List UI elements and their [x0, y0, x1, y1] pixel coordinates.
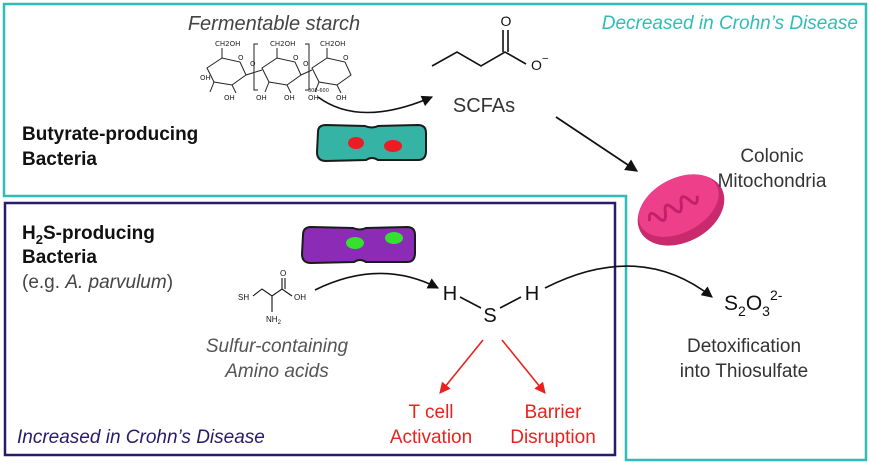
thiosulfate-label-line2: into Thiosulfate: [680, 361, 809, 382]
h2s-h-right: H: [525, 283, 539, 305]
svg-text:CH2OH: CH2OH: [215, 40, 240, 48]
tcell-label-line1: T cell: [408, 402, 453, 423]
bacterium-nucleoid-green: [346, 237, 364, 249]
increased-region-border: [3, 201, 617, 457]
h2s-bacteria-label-line2: Bacteria: [22, 247, 97, 268]
h2s-to-thiosulfate-arrow: [544, 265, 713, 298]
barrier-label-line1: Barrier: [524, 402, 582, 423]
tcell-label-line2: Activation: [390, 427, 472, 448]
cysteine-atom-labels: SH OH O NH2: [238, 269, 306, 326]
svg-text:OH: OH: [308, 94, 319, 102]
scfa-to-mitochondria-arrow: [555, 116, 639, 172]
svg-text:300-600: 300-600: [308, 88, 329, 94]
increased-region-label: Increased in Crohn’s Disease: [17, 427, 265, 448]
h2s-bacteria-label-line1: H2S-producing: [22, 223, 155, 247]
svg-text:O: O: [280, 269, 286, 278]
butyrate-bacteria-label-line1: Butyrate-producing: [22, 124, 198, 145]
thiosulfate-formula: S2O32-: [724, 287, 783, 319]
butyrate-structure: [431, 30, 527, 67]
butyrate-bacterium: [315, 123, 427, 163]
h2s-h-left: H: [443, 283, 457, 305]
starch-to-scfa-arrow: [317, 95, 434, 114]
svg-text:NH2: NH2: [266, 315, 282, 326]
bacterium-nucleoid-red: [348, 137, 364, 149]
svg-text:OH: OH: [284, 94, 295, 102]
svg-text:CH2OH: CH2OH: [320, 40, 345, 48]
butyrate-carbonyl-o: O: [501, 13, 512, 29]
h2s-bacteria-example: (e.g. A. parvulum): [22, 272, 173, 293]
h2s-to-tcell-arrow: [439, 339, 484, 394]
butyrate-bacteria-label-line2: Bacteria: [22, 149, 97, 170]
bacterium-nucleoid-green: [385, 232, 403, 244]
amino-acid-to-h2s-arrow: [314, 272, 439, 291]
mitochondria-label-line1: Colonic: [740, 146, 803, 167]
mitochondria-label-line2: Mitochondria: [718, 171, 827, 192]
starch-structure: [206, 43, 352, 94]
cysteine-structure: [252, 278, 293, 312]
svg-text:OH: OH: [294, 293, 306, 302]
svg-text:O: O: [250, 60, 256, 68]
h2s-bonds: [459, 296, 522, 309]
svg-text:O: O: [293, 54, 299, 62]
thiosulfate-label-line1: Detoxification: [687, 336, 801, 357]
svg-text:OH: OH: [200, 74, 211, 82]
amino-acid-label-line1: Sulfur-containing: [206, 336, 349, 357]
svg-text:OH: OH: [336, 94, 347, 102]
starch-label: Fermentable starch: [188, 13, 360, 35]
svg-text:OH: OH: [224, 94, 235, 102]
svg-text:O: O: [238, 54, 244, 62]
scfa-label: SCFAs: [453, 95, 515, 117]
mitochondria-icon: [637, 174, 725, 246]
h2s-to-barrier-arrow: [501, 339, 546, 394]
h2s-s: S: [483, 305, 496, 327]
svg-text:O: O: [343, 54, 349, 62]
svg-text:SH: SH: [238, 293, 249, 302]
svg-text:OH: OH: [256, 94, 267, 102]
starch-atom-labels: CH2OH O OH OH O CH2OH O OH OH O CH2OH O …: [200, 40, 349, 102]
decreased-region-label: Decreased in Crohn’s Disease: [602, 13, 858, 34]
svg-text:O: O: [303, 60, 309, 68]
bacterium-nucleoid-red: [384, 140, 402, 152]
svg-text:CH2OH: CH2OH: [270, 40, 295, 48]
butyrate-carboxylate-o: O: [531, 57, 542, 73]
amino-acid-label-line2: Amino acids: [224, 361, 329, 382]
h2s-bacterium: [300, 225, 416, 265]
butyrate-charge: −: [542, 53, 548, 65]
barrier-label-line2: Disruption: [510, 427, 596, 448]
